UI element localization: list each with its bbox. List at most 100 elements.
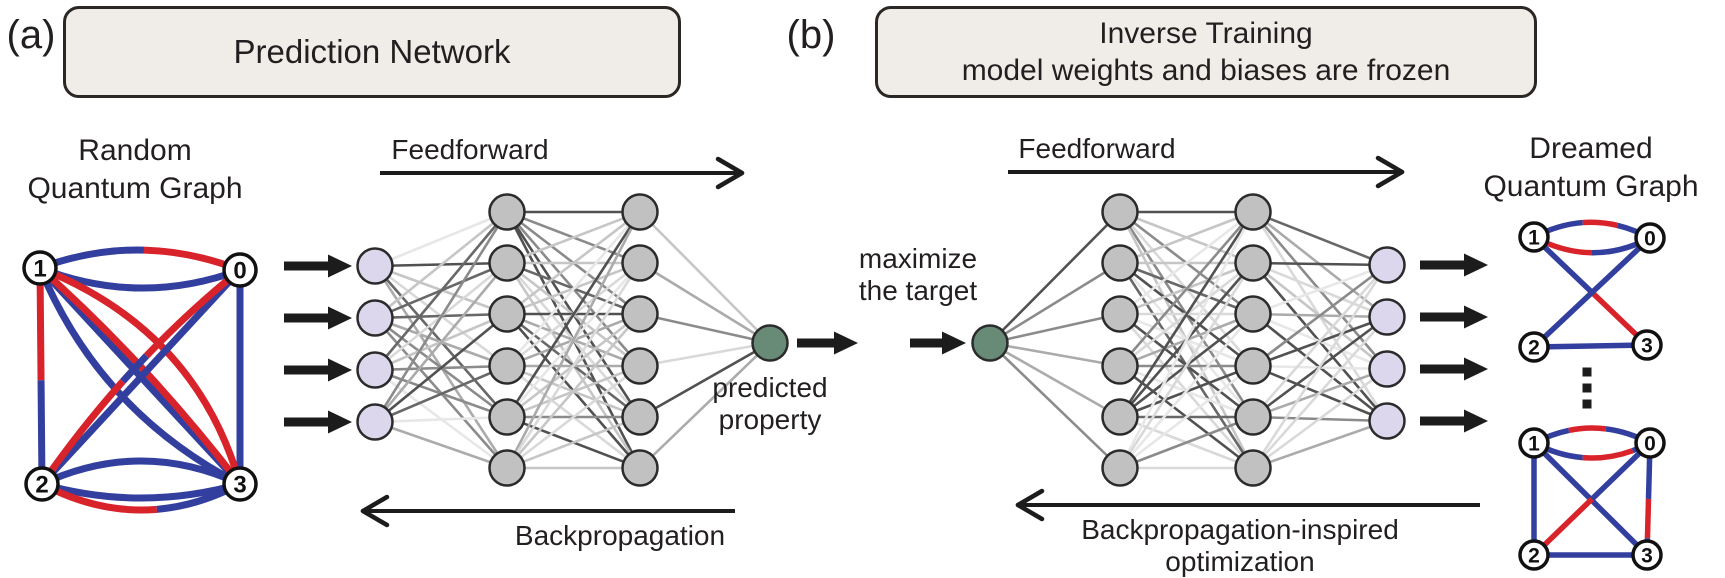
nn-connection <box>505 262 642 469</box>
graph-edge <box>41 480 241 502</box>
ellipsis-dot <box>1582 383 1592 393</box>
graph-edge <box>120 353 150 384</box>
nn-node-green <box>751 324 789 362</box>
nn-node-gray <box>1234 398 1272 436</box>
nn-connection <box>374 364 508 424</box>
nn-connection <box>1252 210 1388 267</box>
graph-edge <box>1568 425 1607 434</box>
backprop-b-line1: Backpropagation-inspired <box>1081 514 1399 545</box>
nn-connection <box>1119 313 1254 469</box>
nn-node-gray <box>621 193 659 231</box>
backpropagation-label-a: Backpropagation <box>514 520 726 551</box>
graph-edge <box>40 457 242 488</box>
black-arrow <box>910 331 966 355</box>
nn-connection <box>1118 262 1255 469</box>
black-arrow <box>1420 253 1488 277</box>
nn-connection <box>1252 261 1388 267</box>
black-arrow <box>797 331 858 355</box>
graph-node <box>1518 221 1550 253</box>
graph-node-label: 0 <box>1644 433 1656 456</box>
panel-b-title-box: Inverse Training model weights and biase… <box>875 6 1537 98</box>
predicted-line1: predicted <box>712 372 828 403</box>
nn-node-lavender <box>356 403 394 441</box>
nn-connection <box>374 420 508 470</box>
graph-node-label: 1 <box>1528 433 1540 456</box>
nn-node-gray <box>488 449 526 487</box>
nn-node-gray <box>1234 295 1272 333</box>
nn-connection <box>506 364 641 470</box>
nn-connection <box>374 211 508 371</box>
nn-connection <box>989 261 1121 345</box>
flow-arrow-head <box>360 508 390 528</box>
nn-node-gray <box>1101 449 1139 487</box>
nn-connection <box>1252 367 1388 470</box>
graph-edge <box>39 267 243 487</box>
nn-connection <box>1119 415 1254 470</box>
nn-node-gray <box>488 244 526 282</box>
panel-b-title-line1: Inverse Training <box>1099 17 1313 50</box>
graph-node-label: 0 <box>1644 228 1656 251</box>
graph-edge <box>38 264 244 485</box>
maximize-target-caption: maximize the target <box>836 243 1000 307</box>
black-arrow <box>284 254 352 278</box>
flow-arrow-head <box>715 156 745 176</box>
flow-arrow-head <box>1015 502 1045 522</box>
nn-connection <box>506 313 641 469</box>
panel-b-label: (b) <box>786 13 836 57</box>
backpropagation-label-b: Backpropagation-inspired optimization <box>1050 514 1430 578</box>
nn-connection <box>1118 211 1255 469</box>
graph-edge <box>37 265 243 487</box>
nn-node-gray <box>621 398 659 436</box>
nn-node-lavender <box>356 351 394 389</box>
predicted-property-caption: predicted property <box>685 372 855 436</box>
nn-connection <box>506 211 641 367</box>
nn-connection <box>639 211 771 344</box>
flow-arrow-head <box>360 494 390 514</box>
nn-connection <box>1252 419 1388 470</box>
nn-node-gray <box>1101 193 1139 231</box>
nn-connection <box>1252 263 1388 316</box>
graph-edge <box>1582 219 1619 229</box>
black-arrow <box>284 358 352 382</box>
black-arrow <box>284 410 352 434</box>
nn-node-lavender <box>356 299 394 337</box>
panel-a-title-box: Prediction Network <box>63 6 681 98</box>
nn-node-gray <box>1234 347 1272 385</box>
nn-connection <box>374 312 508 424</box>
nn-connection <box>1252 316 1388 469</box>
nn-connection <box>505 211 642 418</box>
graph-node-label: 3 <box>233 472 246 499</box>
graph-node <box>1518 331 1550 363</box>
predicted-line2: property <box>718 404 822 435</box>
nn-node-gray <box>1101 347 1139 385</box>
maximize-line2: the target <box>858 275 978 306</box>
nn-node-lavender <box>1368 246 1406 284</box>
graph-edge <box>1532 235 1652 350</box>
nn-node-gray <box>488 347 526 385</box>
nn-connection <box>1252 263 1388 368</box>
nn-node-gray <box>621 449 659 487</box>
nn-node-gray <box>1234 193 1272 231</box>
nn-node-lavender <box>1368 402 1406 440</box>
nn-connection <box>374 415 508 424</box>
nn-connection <box>506 415 641 470</box>
graph-edge <box>1533 342 1648 350</box>
graph-node-label: 2 <box>1528 545 1540 568</box>
graph-node-label: 2 <box>35 472 48 499</box>
graph-node <box>1634 427 1666 459</box>
nn-connection <box>639 341 771 368</box>
nn-node-gray <box>1101 295 1139 333</box>
nn-connection <box>1119 210 1254 265</box>
nn-connection <box>373 211 509 423</box>
graph-node <box>1631 329 1663 361</box>
ellipsis-dot <box>1582 399 1592 409</box>
black-arrow <box>284 306 352 330</box>
graph-node <box>1634 222 1666 254</box>
nn-connection <box>1119 211 1254 367</box>
graph-node-label: 3 <box>1641 335 1653 358</box>
panel-a-label: (a) <box>6 13 56 57</box>
black-arrow <box>1420 409 1488 433</box>
black-arrow <box>1420 305 1488 329</box>
nn-connection <box>639 261 771 345</box>
nn-connection <box>1119 210 1254 316</box>
